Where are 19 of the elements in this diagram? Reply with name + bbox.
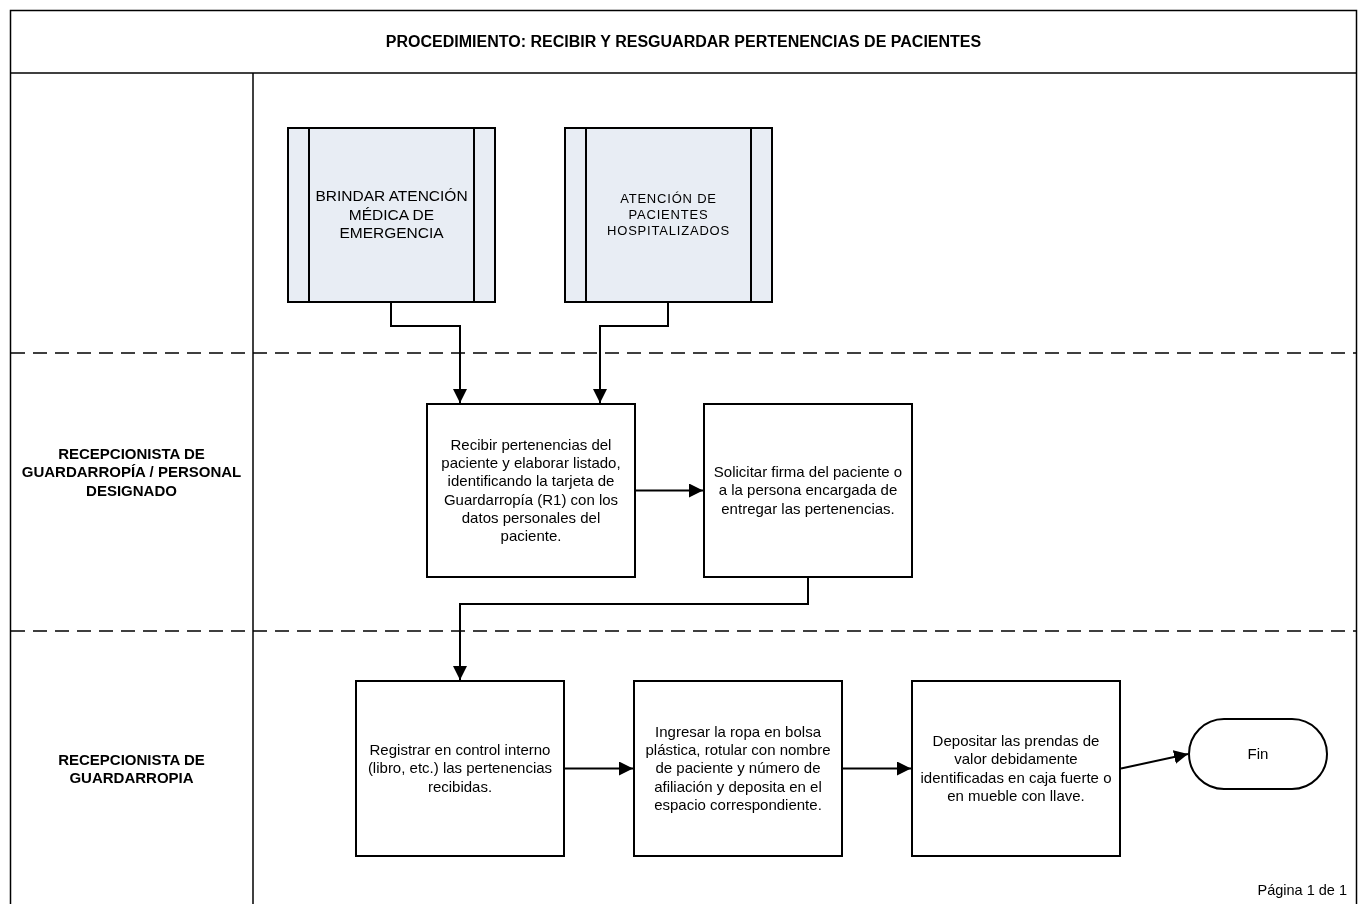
process-box: Ingresar la ropa en bolsa plástica, rotular con nombre de paciente y número de afiliación y deposita en el espacio correspondiente. [633, 680, 843, 857]
process-box: Registrar en control interno (libro, etc.) las pertenencias recibidas. [355, 680, 565, 857]
arrow [593, 302, 669, 404]
arrow [1120, 750, 1189, 770]
process-box: Solicitar firma del paciente o a la persona encargada de entregar las pertenencias. [703, 403, 913, 578]
lane-label: RECEPCIONISTA DE GUARDARROPIA [57, 751, 206, 788]
process-box: Recibir pertenencias del paciente y elaborar listado, identificando la tarjeta de Guardarropía (R1) con los datos personales del paciente. [426, 403, 636, 578]
arrow [390, 302, 467, 404]
title: PROCEDIMIENTO: RECIBIR Y RESGUARDAR PERTENENCIAS DE PACIENTES [384, 33, 983, 51]
terminator: Fin [1188, 718, 1328, 790]
arrow [842, 761, 912, 776]
arrow [635, 483, 704, 498]
predefined-process-box: BRINDAR ATENCIÓN MÉDICA DE EMERGENCIA [287, 127, 496, 303]
arrow [564, 761, 634, 776]
lane-label: RECEPCIONISTA DE GUARDARROPÍA / PERSONAL DESIGNADO [20, 445, 243, 500]
process-box: Depositar las prendas de valor debidamente identificadas en caja fuerte o en mueble con llave. [911, 680, 1121, 857]
predefined-process-box: ATENCIÓN DE PACIENTES HOSPITALIZADOS [564, 127, 773, 303]
page-number: Página 1 de 1 [1256, 882, 1347, 900]
arrow [453, 577, 809, 681]
